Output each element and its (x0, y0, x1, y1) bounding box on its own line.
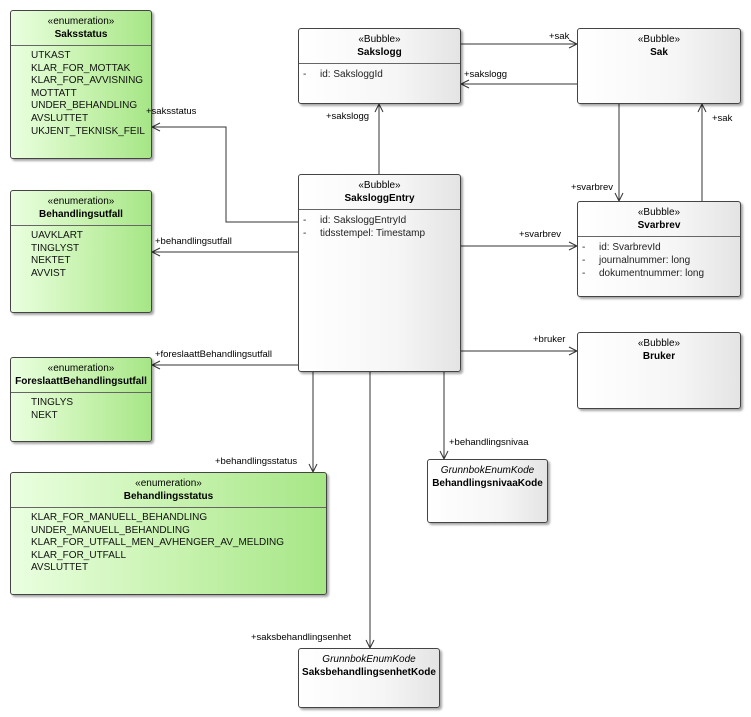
stereotype-label: «Bubble» (637, 338, 681, 349)
role-label-behandlingsutfall: +behandlingsutfall (155, 236, 232, 247)
role-label-saksbehandlingsenhet: +saksbehandlingsenhet (251, 632, 352, 643)
class-name: Behandlingsstatus (123, 491, 214, 502)
attribute: -id: SaksloggEntryId (303, 215, 407, 226)
arrowhead-sak-up (697, 102, 707, 113)
class-sakslogg[interactable]: «Bubble» Sakslogg -id: SaksloggId (298, 28, 461, 104)
role-label-sakslogg-entry: +sakslogg (326, 111, 370, 122)
role-label-sak-svarbrev: +sak (712, 113, 733, 124)
literal-list: UTKAST KLAR_FOR_MOTTAK KLAR_FOR_AVVISNIN… (11, 46, 151, 138)
attribute: -journalnummer: long (582, 255, 691, 266)
class-behandlingsnivaa-kode[interactable]: GrunnbokEnumKode BehandlingsnivaaKode (427, 459, 548, 523)
stereotype-label: «Bubble» (358, 34, 401, 45)
class-name: ForeslaattBehandlingsutfall (15, 376, 147, 387)
class-name: Bruker (642, 351, 676, 362)
class-saksstatus[interactable]: «enumeration» Saksstatus UTKAST KLAR_FOR… (10, 10, 152, 159)
literal: KLAR_FOR_AVVISNING (31, 75, 144, 87)
class-name: BehandlingsnivaaKode (432, 478, 543, 489)
literal: KLAR_FOR_UTFALL (31, 549, 127, 561)
literal: NEKTET (31, 255, 71, 267)
stereotype-label: «enumeration» (47, 16, 115, 27)
stereotype-label: «enumeration» (47, 363, 115, 374)
role-label-foreslaatt: +foreslaattBehandlingsutfall (155, 349, 272, 360)
line-entry-to-saksstatus (152, 126, 298, 223)
literal: UNDER_MANUELL_BEHANDLING (31, 524, 190, 536)
stereotype-label: GrunnbokEnumKode (322, 654, 416, 665)
role-label-sak: +sak (549, 31, 570, 42)
attribute-list: -id: SaksloggId (299, 64, 460, 81)
class-sakslogg-entry[interactable]: «Bubble» SaksloggEntry -id: SaksloggEntr… (298, 174, 461, 372)
class-name: SaksloggEntry (344, 193, 415, 204)
class-sak[interactable]: «Bubble» Sak (577, 28, 741, 104)
class-name: SaksbehandlingsenhetKode (302, 667, 436, 678)
literal-list: KLAR_FOR_MANUELL_BEHANDLING UNDER_MANUEL… (11, 508, 326, 575)
stereotype-label: «Bubble» (637, 207, 681, 218)
attribute: -dokumentnummer: long (582, 268, 705, 279)
literal-list: TINGLYS NEKT (11, 393, 151, 422)
role-label-svarbrev-sak: +svarbrev (571, 182, 613, 193)
class-svarbrev[interactable]: «Bubble» Svarbrev -id: SvarbrevId -journ… (577, 201, 741, 297)
literal: KLAR_FOR_UTFALL_MEN_AVHENGER_AV_MELDING (31, 537, 285, 549)
attribute: -id: SaksloggId (303, 69, 383, 80)
arrowhead-behandlingsutfall (150, 247, 161, 257)
literal: KLAR_FOR_MANUELL_BEHANDLING (31, 512, 208, 523)
arrowhead-foreslaatt (150, 360, 161, 370)
attribute: -id: SvarbrevId (582, 242, 661, 253)
role-label-sakslogg: +sakslogg (464, 69, 508, 80)
stereotype-label: «enumeration» (135, 478, 202, 489)
class-saksbehandlingsenhet-kode[interactable]: GrunnbokEnumKode SaksbehandlingsenhetKod… (298, 648, 440, 708)
attribute-list: -id: SvarbrevId -journalnummer: long -do… (578, 237, 740, 280)
literal: MOTTATT (31, 87, 77, 99)
literal: UAVKLART (31, 230, 83, 241)
class-behandlingsstatus[interactable]: «enumeration» Behandlingsstatus KLAR_FOR… (10, 472, 327, 595)
role-label-saksstatus: +saksstatus (146, 106, 197, 117)
arrowhead-sakslogg-top (459, 79, 470, 89)
class-bruker[interactable]: «Bubble» Bruker (577, 332, 741, 409)
role-label-behandlingsnivaa: +behandlingsnivaa (449, 437, 529, 448)
stereotype-label: GrunnbokEnumKode (440, 465, 535, 476)
class-name: Saksstatus (54, 29, 108, 40)
literal-list: UAVKLART TINGLYST NEKTET AVVIST (11, 226, 151, 280)
attribute-list: -id: SaksloggEntryId -tidsstempel: Times… (299, 210, 460, 240)
class-behandlingsutfall[interactable]: «enumeration» Behandlingsutfall UAVKLART… (10, 190, 152, 313)
class-name: Svarbrev (637, 220, 681, 231)
literal: KLAR_FOR_MOTTAK (31, 62, 131, 74)
literal: UNDER_BEHANDLING (31, 100, 138, 112)
literal: NEKT (31, 409, 58, 421)
literal: UTKAST (31, 50, 71, 61)
literal: UKJENT_TEKNISK_FEIL (31, 125, 145, 137)
class-name: Behandlingsutfall (39, 209, 123, 220)
literal: AVSLUTTET (31, 562, 89, 574)
literal: TINGLYST (31, 242, 80, 254)
class-name: Sakslogg (357, 47, 402, 58)
role-label-svarbrev: +svarbrev (519, 229, 561, 240)
arrowhead-saksstatus (150, 122, 161, 132)
role-label-behandlingsstatus: +behandlingsstatus (215, 456, 298, 467)
stereotype-label: «Bubble» (637, 34, 681, 45)
class-name: Sak (650, 47, 668, 58)
attribute: -tidsstempel: Timestamp (303, 228, 426, 239)
arrowhead-sakslogg (374, 102, 384, 113)
literal: AVVIST (31, 267, 66, 279)
literal: AVSLUTTET (31, 112, 89, 124)
stereotype-label: «enumeration» (47, 196, 115, 207)
class-foreslaatt-behandlingsutfall[interactable]: «enumeration» ForeslaattBehandlingsutfal… (10, 357, 152, 442)
stereotype-label: «Bubble» (358, 180, 401, 191)
literal: TINGLYS (31, 397, 74, 408)
role-label-bruker: +bruker (533, 334, 566, 345)
